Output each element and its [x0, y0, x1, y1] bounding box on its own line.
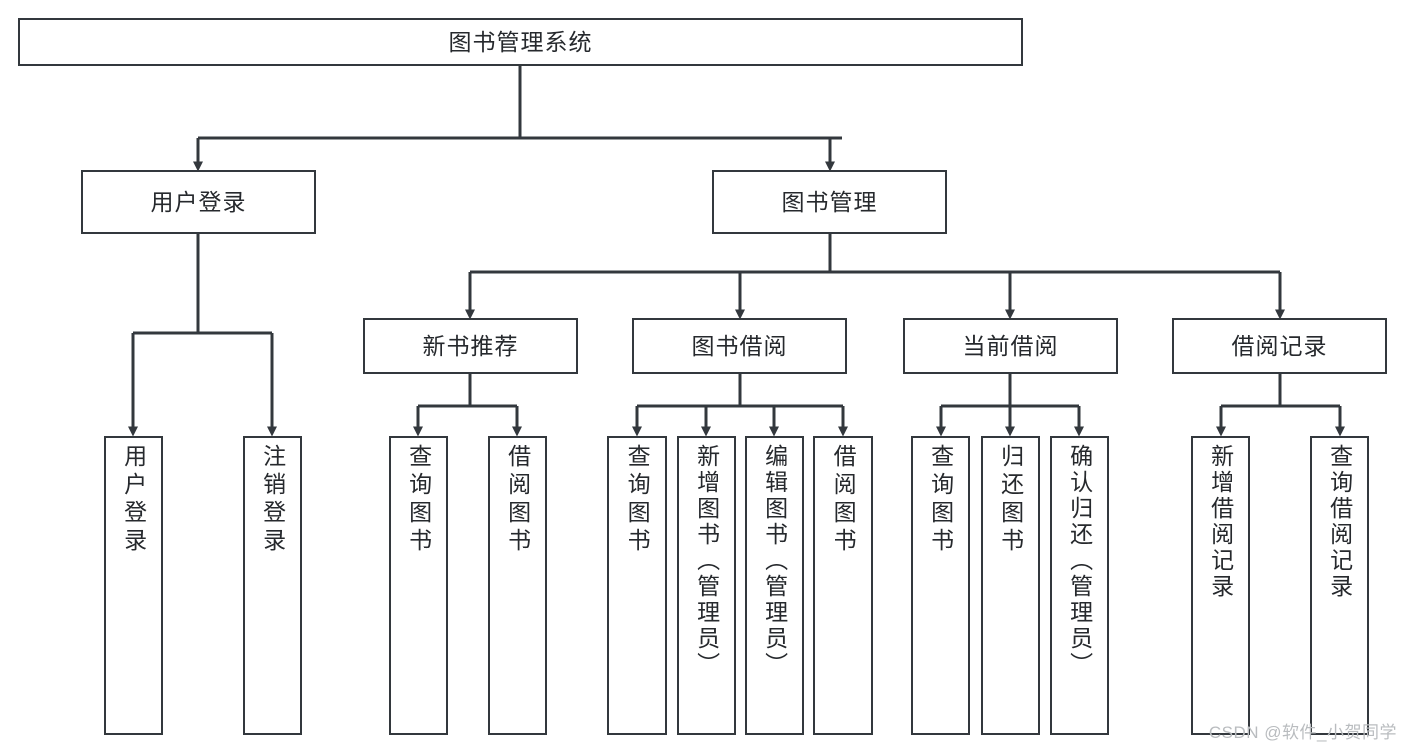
- leaf-edit-book-admin[interactable]: 编辑图书（管理员）: [745, 436, 804, 735]
- node-label: 归还图书: [997, 444, 1024, 556]
- leaf-borrow-book[interactable]: 借阅图书: [813, 436, 873, 735]
- leaf-return-book[interactable]: 归还图书: [981, 436, 1040, 735]
- leaf-borrow-book-newbook[interactable]: 借阅图书: [488, 436, 547, 735]
- node-label: 借阅记录: [1231, 332, 1328, 359]
- node-label: 编辑图书（管理员）: [761, 444, 788, 678]
- leaf-query-book-newbook[interactable]: 查询图书: [389, 436, 448, 735]
- leaf-add-book-admin[interactable]: 新增图书（管理员）: [677, 436, 736, 735]
- node-label: 查询图书: [927, 444, 954, 556]
- node-label: 新书推荐: [422, 332, 519, 359]
- leaf-query-book-current[interactable]: 查询图书: [911, 436, 970, 735]
- leaf-confirm-return-admin[interactable]: 确认归还（管理员）: [1050, 436, 1109, 735]
- node-label: 用户登录: [120, 444, 147, 556]
- node-new-book-recommend[interactable]: 新书推荐: [363, 318, 578, 374]
- node-current-borrow[interactable]: 当前借阅: [903, 318, 1118, 374]
- node-label: 注销登录: [259, 444, 286, 556]
- node-label: 查询图书: [624, 444, 651, 556]
- node-label: 借阅图书: [830, 444, 857, 556]
- node-label: 借阅图书: [504, 444, 531, 556]
- leaf-logout[interactable]: 注销登录: [243, 436, 302, 735]
- leaf-query-book-borrow[interactable]: 查询图书: [607, 436, 667, 735]
- node-label: 查询图书: [405, 444, 432, 556]
- leaf-query-borrow-record[interactable]: 查询借阅记录: [1310, 436, 1369, 735]
- node-root-system[interactable]: 图书管理系统: [18, 18, 1023, 66]
- node-label: 图书借阅: [691, 332, 788, 359]
- node-label: 图书管理系统: [448, 28, 593, 55]
- node-book-management[interactable]: 图书管理: [712, 170, 947, 234]
- node-label: 当前借阅: [962, 332, 1059, 359]
- node-label: 查询借阅记录: [1326, 444, 1353, 600]
- node-label: 用户登录: [150, 188, 247, 215]
- leaf-add-borrow-record[interactable]: 新增借阅记录: [1191, 436, 1250, 735]
- node-label: 确认归还（管理员）: [1066, 444, 1093, 678]
- node-label: 新增图书（管理员）: [693, 444, 720, 678]
- node-book-borrow[interactable]: 图书借阅: [632, 318, 847, 374]
- leaf-user-login[interactable]: 用户登录: [104, 436, 163, 735]
- node-label: 新增借阅记录: [1207, 444, 1234, 600]
- node-label: 图书管理: [781, 188, 878, 215]
- node-user-login[interactable]: 用户登录: [81, 170, 316, 234]
- node-borrow-record[interactable]: 借阅记录: [1172, 318, 1387, 374]
